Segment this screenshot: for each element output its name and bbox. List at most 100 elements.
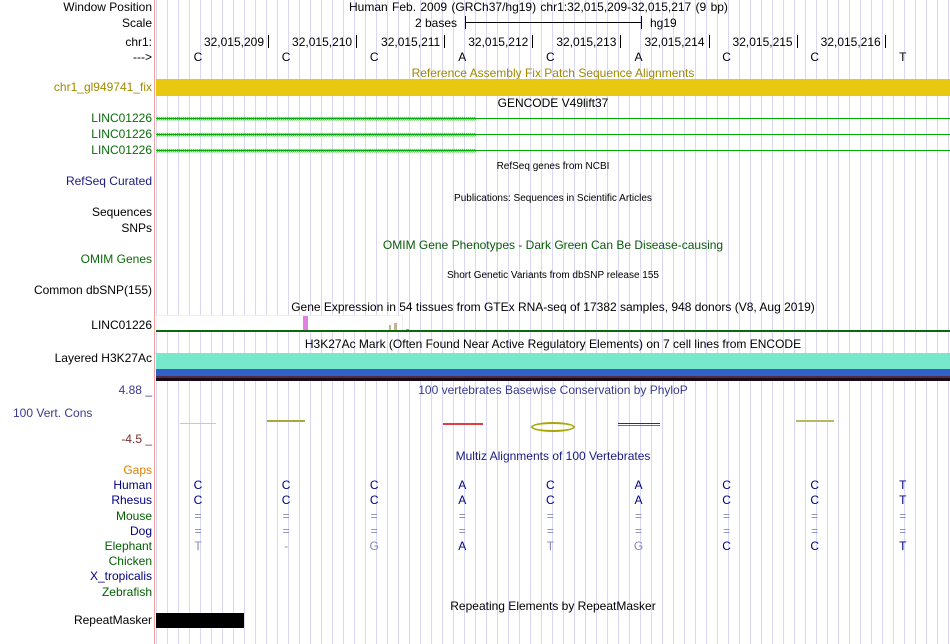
multiz-species-label[interactable]: X_tropicalis — [89, 569, 152, 584]
gene-strand-arrows[interactable]: ››››››››››››››››››››››››››››››››››››››››… — [156, 145, 950, 155]
h3k27ac-layer[interactable] — [156, 376, 950, 378]
multiz-species-label[interactable]: Human — [113, 478, 152, 493]
multiz-species-label[interactable]: Zebrafish — [101, 584, 152, 599]
gtex-tissue-bar[interactable] — [394, 323, 397, 330]
gencode-title[interactable]: GENCODE V49lift37 — [497, 96, 609, 110]
alignment-base: A — [458, 493, 467, 508]
alignment-base: A — [634, 478, 643, 493]
multiz-title[interactable]: Multiz Alignments of 100 Vertebrates — [455, 449, 651, 463]
gene-strand-arrows[interactable]: ››››››››››››››››››››››››››››››››››››››››… — [156, 129, 950, 139]
multiz-species-label[interactable]: Dog — [129, 523, 152, 538]
alignment-base: T — [899, 539, 907, 553]
phylop-mark — [796, 420, 834, 422]
reference-base: T — [899, 50, 907, 64]
scale-bar-end — [641, 16, 642, 29]
phylop-mark — [531, 422, 575, 432]
alignment-base: = — [546, 508, 554, 523]
alignment-base: G — [369, 539, 379, 553]
alignment-base: = — [634, 508, 642, 523]
h3k27ac-layer[interactable] — [156, 378, 950, 381]
omim-title[interactable]: OMIM Gene Phenotypes - Dark Green Can Be… — [382, 238, 724, 252]
refseq-title[interactable]: RefSeq genes from NCBI — [496, 161, 610, 172]
alignment-base: T — [546, 539, 555, 553]
label-separator — [154, 0, 155, 644]
gtex-tissue-bar[interactable] — [406, 329, 409, 330]
alignment-base: C — [369, 478, 379, 493]
h3k27ac-label[interactable]: Layered H3K27Ac — [54, 351, 152, 365]
pubs-title[interactable]: Publications: Sequences in Scientific Ar… — [454, 193, 652, 204]
alignment-base: C — [281, 493, 291, 508]
fix-label[interactable]: chr1_gl949741_fix — [53, 80, 152, 94]
alignment-base: = — [899, 523, 907, 538]
gtex-tissue-bar[interactable] — [303, 316, 308, 330]
h3k27ac-layer[interactable] — [156, 353, 950, 369]
refseq-label[interactable]: RefSeq Curated — [65, 174, 152, 188]
gtex-title[interactable]: Gene Expression in 54 tissues from GTEx … — [291, 300, 815, 314]
ruler-tick — [620, 35, 622, 48]
ruler-tick — [884, 35, 886, 48]
dbsnp-label[interactable]: Common dbSNP(155) — [33, 283, 152, 297]
alignment-base: C — [193, 493, 203, 508]
dbsnp-title[interactable]: Short Genetic Variants from dbSNP releas… — [447, 270, 659, 281]
alignment-base: G — [633, 539, 644, 553]
repeat-element[interactable] — [156, 613, 244, 628]
omim-label[interactable]: OMIM Genes — [80, 252, 152, 266]
alignment-base: C — [369, 493, 379, 508]
phylop-mark — [443, 423, 483, 425]
multiz-species-label[interactable]: Elephant — [104, 539, 152, 553]
fix-patch-bar[interactable] — [156, 79, 950, 96]
ruler-position: 32,015,211 — [381, 35, 441, 49]
rmsk-title[interactable]: Repeating Elements by RepeatMasker — [450, 599, 656, 613]
ruler-tick — [356, 35, 358, 48]
reference-base: C — [193, 50, 203, 64]
phylop-label[interactable]: 100 Vert. Cons — [13, 406, 93, 420]
alignment-base: = — [282, 508, 290, 523]
h3k27ac-title[interactable]: H3K27Ac Mark (Often Found Near Active Re… — [304, 337, 802, 351]
scale-db: hg19 — [650, 16, 677, 30]
alignment-base: T — [194, 539, 202, 553]
pubs-label[interactable]: Sequences — [91, 205, 152, 219]
gencode-item[interactable]: LINC01226 — [91, 127, 152, 141]
h3k27ac-layer[interactable] — [156, 369, 950, 376]
gtex-tissue-bar[interactable] — [389, 325, 391, 330]
alignment-base: A — [458, 539, 467, 553]
ruler-position: 32,015,212 — [468, 35, 529, 49]
alignment-base: A — [458, 478, 467, 493]
alignment-base: = — [458, 508, 466, 523]
gencode-item[interactable]: LINC01226 — [91, 143, 152, 157]
alignment-base: C — [810, 493, 820, 508]
pubs-label[interactable]: SNPs — [121, 221, 152, 235]
reference-base: C — [546, 50, 555, 64]
ruler-tick — [708, 35, 710, 48]
window-position: Human Feb. 2009 (GRCh37/hg19) chr1:32,01… — [349, 0, 728, 14]
alignment-base: = — [194, 508, 202, 523]
phylop-title[interactable]: 100 vertebrates Basewise Conservation by… — [418, 383, 688, 397]
fix-title[interactable]: Reference Assembly Fix Patch Sequence Al… — [411, 66, 695, 80]
ruler-position: 32,015,216 — [820, 35, 881, 49]
multiz-species-label[interactable]: Chicken — [108, 554, 152, 569]
scale-text: 2 bases — [415, 16, 458, 30]
rmsk-label[interactable]: RepeatMasker — [73, 613, 152, 627]
alignment-base: = — [370, 523, 378, 538]
multiz-species-label[interactable]: Rhesus — [111, 493, 152, 508]
multiz-species-label[interactable]: Mouse — [115, 508, 152, 523]
strand-label: ---> — [133, 50, 152, 64]
multiz-species-label[interactable]: Gaps — [123, 463, 152, 477]
alignment-base: = — [282, 523, 290, 538]
alignment-base: C — [193, 478, 203, 493]
reference-base: A — [458, 50, 467, 64]
gtex-label[interactable]: LINC01226 — [91, 318, 152, 332]
ruler-position: 32,015,214 — [644, 35, 705, 49]
alignment-base: C — [810, 478, 820, 493]
alignment-base: A — [634, 493, 643, 508]
gencode-item[interactable]: LINC01226 — [91, 111, 152, 125]
scale-bar — [465, 22, 641, 23]
alignment-base: = — [811, 508, 819, 523]
ruler-position: 32,015,215 — [732, 35, 793, 49]
alignment-base: = — [194, 523, 202, 538]
ruler-position: 32,015,213 — [556, 35, 617, 49]
gene-strand-arrows[interactable]: ››››››››››››››››››››››››››››››››››››››››… — [156, 113, 950, 123]
reference-base: C — [722, 50, 731, 64]
reference-base: A — [634, 50, 643, 64]
